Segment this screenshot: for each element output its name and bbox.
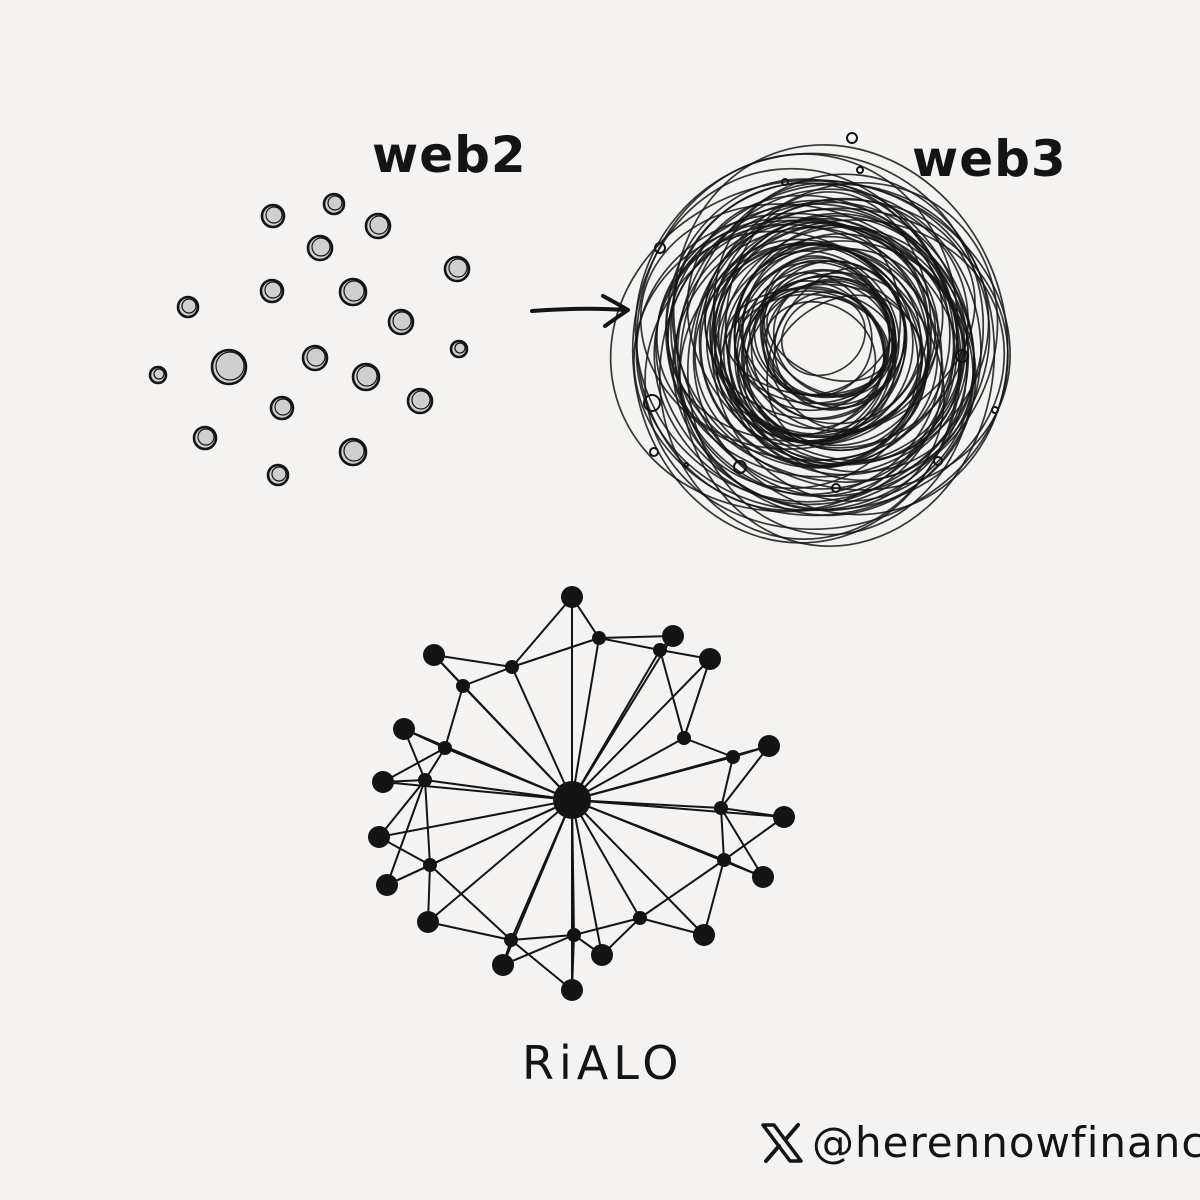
web3-speck bbox=[847, 133, 857, 143]
network-edge bbox=[684, 659, 710, 738]
network-node-outer bbox=[376, 874, 398, 896]
network-node-inner bbox=[677, 731, 691, 745]
web3-speck bbox=[857, 167, 863, 173]
web2-node bbox=[408, 389, 432, 413]
network-node-outer bbox=[773, 806, 795, 828]
network-edge bbox=[599, 636, 673, 638]
network-node-outer bbox=[693, 924, 715, 946]
network-node-inner bbox=[633, 911, 647, 925]
author-handle: @herennowfinance bbox=[812, 1118, 1200, 1167]
rialo-label: RiALO bbox=[522, 1036, 683, 1090]
network-edge bbox=[511, 940, 572, 990]
network-node-inner bbox=[456, 679, 470, 693]
network-edge bbox=[428, 800, 572, 922]
web3-speck bbox=[650, 448, 658, 456]
web2-node bbox=[268, 465, 288, 485]
network-edge bbox=[572, 800, 784, 817]
web2-node bbox=[303, 346, 327, 370]
web2-node bbox=[324, 194, 344, 214]
network-node-inner bbox=[423, 858, 437, 872]
web2-node bbox=[445, 257, 469, 281]
network-edge bbox=[572, 738, 684, 800]
network-node-outer bbox=[699, 648, 721, 670]
network-edge bbox=[684, 738, 733, 757]
web2-node bbox=[340, 439, 366, 465]
network-edge bbox=[428, 922, 511, 940]
web2-node bbox=[451, 341, 467, 357]
web2-scattered-nodes bbox=[150, 194, 469, 485]
network-node-outer bbox=[492, 954, 514, 976]
network-node-inner bbox=[567, 928, 581, 942]
network-edge bbox=[379, 800, 572, 837]
rialo-network-graph bbox=[368, 586, 795, 1001]
network-node-inner bbox=[653, 643, 667, 657]
network-node-inner bbox=[505, 660, 519, 674]
network-node-outer bbox=[423, 644, 445, 666]
web2-node bbox=[212, 350, 246, 384]
network-node-outer bbox=[393, 718, 415, 740]
x-logo-icon bbox=[760, 1122, 804, 1164]
network-hub-node bbox=[553, 781, 591, 819]
web2-node bbox=[366, 214, 390, 238]
network-node-outer bbox=[417, 911, 439, 933]
web2-node bbox=[150, 367, 166, 383]
network-node-inner bbox=[418, 773, 432, 787]
web2-node bbox=[340, 279, 366, 305]
web3-speck bbox=[992, 407, 998, 413]
network-edge bbox=[724, 817, 784, 860]
network-node-inner bbox=[592, 631, 606, 645]
network-node-inner bbox=[504, 933, 518, 947]
web2-label: web2 bbox=[372, 126, 527, 184]
network-node-outer bbox=[561, 979, 583, 1001]
web2-node bbox=[262, 205, 284, 227]
network-edge bbox=[721, 808, 763, 877]
network-node-outer bbox=[368, 826, 390, 848]
web2-node bbox=[194, 427, 216, 449]
network-node-inner bbox=[726, 750, 740, 764]
network-edge bbox=[445, 686, 463, 748]
web2-node bbox=[178, 297, 198, 317]
network-node-outer bbox=[372, 771, 394, 793]
network-edge bbox=[721, 808, 724, 860]
network-node-outer bbox=[662, 625, 684, 647]
author-credit: @herennowfinance bbox=[760, 1118, 1200, 1167]
network-node-inner bbox=[717, 853, 731, 867]
web2-node bbox=[353, 364, 379, 390]
network-edge bbox=[434, 655, 512, 667]
network-edge bbox=[572, 636, 673, 800]
network-edge bbox=[425, 780, 430, 865]
network-edge bbox=[599, 638, 660, 650]
network-node-outer bbox=[752, 866, 774, 888]
network-node-outer bbox=[561, 586, 583, 608]
web2-node bbox=[308, 236, 332, 260]
transition-arrow bbox=[532, 296, 628, 326]
web2-node bbox=[389, 310, 413, 334]
network-edge bbox=[430, 865, 511, 940]
network-node-outer bbox=[591, 944, 613, 966]
web2-node bbox=[271, 397, 293, 419]
network-node-inner bbox=[438, 741, 452, 755]
web3-label: web3 bbox=[912, 130, 1067, 188]
network-edge bbox=[463, 667, 512, 686]
web2-node bbox=[261, 280, 283, 302]
network-node-outer bbox=[758, 735, 780, 757]
network-node-inner bbox=[714, 801, 728, 815]
network-edge bbox=[660, 650, 684, 738]
